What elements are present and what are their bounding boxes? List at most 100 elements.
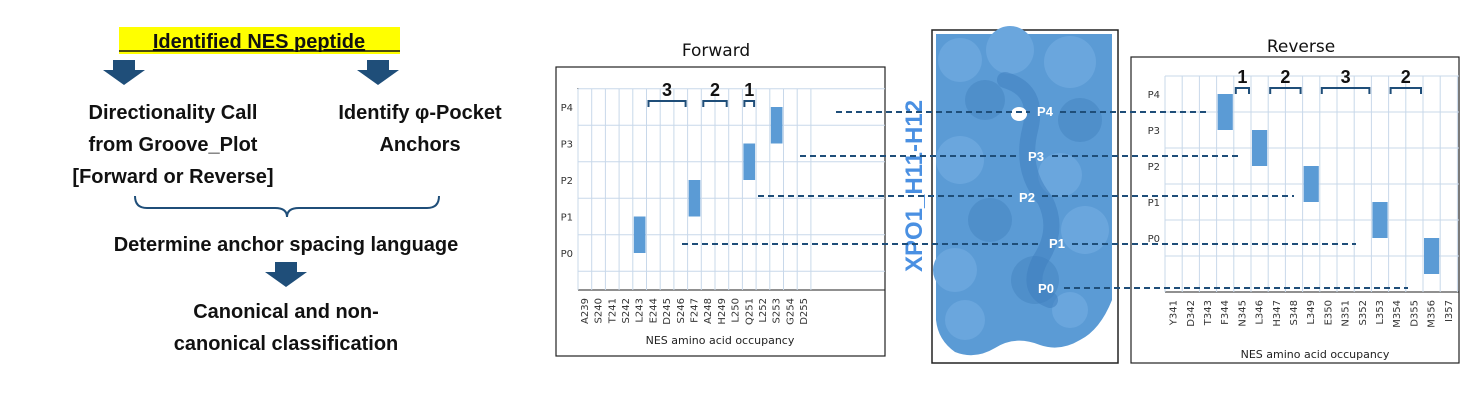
forward-chart-title: Forward <box>682 41 750 61</box>
reverse-bar-l346 <box>1252 130 1268 166</box>
forward-bar-l243 <box>633 216 646 253</box>
merge-brace <box>134 195 440 218</box>
forward-x-axis-title: NES amino acid occupancy <box>646 334 795 347</box>
forward-spacing-bracket <box>647 100 687 107</box>
forward-x-tick-a248: A248 <box>703 298 714 324</box>
pocket-label-p2: P2 <box>1019 190 1035 205</box>
reverse-x-tick-t343: T343 <box>1203 300 1214 326</box>
reverse-spacing-number: 1 <box>1237 67 1247 87</box>
pocket-connectors <box>682 111 1408 289</box>
forward-grid <box>577 88 885 291</box>
reverse-bar-l349 <box>1303 166 1319 202</box>
reverse-y-tick-p0: P0 <box>1148 234 1160 245</box>
reverse-y-tick-p4: P4 <box>1148 90 1160 101</box>
left-box-line-3: [Forward or Reverse] <box>72 166 273 188</box>
middle-step: Determine anchor spacing language <box>114 234 459 256</box>
reverse-spacing-bracket <box>1389 87 1422 94</box>
reverse-x-tick-f344: F344 <box>1220 300 1231 325</box>
forward-x-tick-d245: D245 <box>662 298 673 325</box>
forward-x-tick-s253: S253 <box>772 298 783 323</box>
left-box-line-2: from Groove_Plot <box>89 134 258 156</box>
forward-x-tick-l243: L243 <box>635 298 646 323</box>
xpo1-structure: XPO1_H11-H12 P4 P3 P2 P1 P0 <box>901 26 1119 364</box>
reverse-x-tick-l346: L346 <box>1255 300 1266 325</box>
reverse-spacing-bracket <box>1234 87 1250 94</box>
forward-x-tick-d255: D255 <box>799 298 810 325</box>
forward-occupancy-bars <box>633 107 783 253</box>
reverse-x-tick-n351: N351 <box>1341 300 1352 327</box>
forward-y-tick-p4: P4 <box>561 103 573 114</box>
reverse-x-tick-m356: M356 <box>1427 300 1438 328</box>
reverse-x-tick-i357: I357 <box>1444 300 1455 322</box>
reverse-x-tick-y341: Y341 <box>1169 300 1180 326</box>
reverse-x-ticks: Y341 D342 T343 F344 N345 L346 H347 S348 L349 E350… <box>1169 300 1455 328</box>
forward-bar-s253 <box>770 107 783 144</box>
forward-spacing-bracket <box>743 100 756 107</box>
reverse-spacing-number: 2 <box>1401 67 1411 87</box>
right-box-line-2: Anchors <box>379 134 460 156</box>
forward-spacing-bracket <box>702 100 728 107</box>
reverse-bar-l353 <box>1372 202 1388 238</box>
flowchart: Identified NES peptide Directionality Ca… <box>72 27 502 355</box>
reverse-y-tick-p3: P3 <box>1148 126 1160 137</box>
bottom-line-2: canonical classification <box>174 333 399 355</box>
forward-spacing-number: 2 <box>710 80 720 100</box>
reverse-spacing-bracket <box>1320 87 1371 94</box>
right-box-line-1: Identify φ-Pocket <box>338 102 502 124</box>
down-arrow-icon <box>265 262 307 287</box>
forward-spacing-number: 3 <box>662 80 672 100</box>
reverse-x-tick-e350: E350 <box>1323 300 1334 325</box>
reverse-x-tick-l349: L349 <box>1306 300 1317 325</box>
reverse-y-tick-p1: P1 <box>1148 198 1160 209</box>
reverse-x-tick-d342: D342 <box>1186 300 1197 327</box>
reverse-x-tick-d355: D355 <box>1409 300 1420 327</box>
reverse-x-tick-s348: S348 <box>1289 300 1300 325</box>
reverse-x-axis-title: NES amino acid occupancy <box>1241 348 1390 361</box>
forward-spacing-number: 1 <box>744 80 754 100</box>
forward-y-tick-p2: P2 <box>561 176 573 187</box>
forward-x-tick-q251: Q251 <box>744 298 755 325</box>
bottom-line-1: Canonical and non- <box>193 301 379 323</box>
reverse-chart-frame <box>1130 56 1460 364</box>
reverse-x-tick-s352: S352 <box>1358 300 1369 325</box>
reverse-spacing-bracket <box>1269 87 1302 94</box>
reverse-x-tick-m354: M354 <box>1392 300 1403 328</box>
reverse-bar-f344 <box>1217 94 1233 130</box>
forward-x-tick-h249: H249 <box>717 298 728 325</box>
down-arrow-icon <box>357 60 399 85</box>
reverse-grid <box>1164 75 1459 293</box>
forward-x-tick-e244: E244 <box>648 298 659 323</box>
reverse-chart-title: Reverse <box>1267 37 1335 57</box>
title-highlight <box>119 27 400 54</box>
forward-chart-frame <box>555 66 886 357</box>
forward-x-tick-l250: L250 <box>731 298 742 323</box>
pocket-label-p3: P3 <box>1028 149 1044 164</box>
down-arrow-icon <box>103 60 145 85</box>
forward-spacing-brackets: 3 2 1 <box>647 80 756 107</box>
forward-bar-f247 <box>688 180 701 217</box>
forward-y-tick-p1: P1 <box>561 213 573 224</box>
reverse-spacing-number: 3 <box>1341 67 1351 87</box>
forward-x-tick-g254: G254 <box>785 298 796 325</box>
reverse-x-tick-h347: H347 <box>1272 300 1283 327</box>
reverse-x-tick-n345: N345 <box>1237 300 1248 327</box>
reverse-y-tick-p2: P2 <box>1148 162 1160 173</box>
reverse-x-tick-l353: L353 <box>1375 300 1386 325</box>
left-box-line-1: Directionality Call <box>89 102 258 124</box>
forward-y-tick-p3: P3 <box>561 140 573 151</box>
reverse-bar-m356 <box>1424 238 1440 274</box>
structure-label: XPO1_H11-H12 <box>901 100 928 272</box>
forward-bar-q251 <box>743 143 756 180</box>
forward-x-tick-f247: F247 <box>689 298 700 323</box>
forward-x-tick-l252: L252 <box>758 298 769 323</box>
forward-x-tick-t241: T241 <box>607 298 618 324</box>
pocket-label-p4: P4 <box>1037 104 1054 119</box>
forward-x-tick-s246: S246 <box>676 298 687 323</box>
